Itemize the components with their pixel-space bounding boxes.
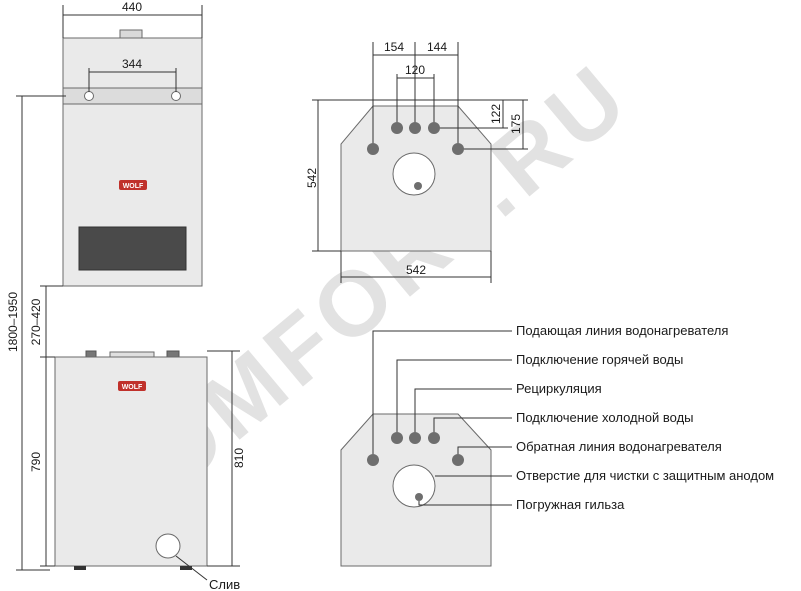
dim-label-spacing-right: 144 [427,40,447,54]
port-return-line [452,143,464,155]
dim-label-mount-spacing: 344 [122,57,142,71]
drain-leader [175,555,208,581]
dim-top-depth [312,100,341,252]
tank-top-connection-right [166,350,180,358]
tank-brand-logo-text: WOLF [122,384,143,391]
dim-label-top-width: 542 [406,263,426,277]
inspection-opening [392,152,436,196]
dim-total-height [16,95,66,571]
dim-label-total-height: 1800–1950 [6,292,20,352]
drain-label: Слив [209,577,240,591]
dim-label-offset-175: 175 [509,114,523,134]
port-recirculation [409,122,421,134]
legend-leader-lines [372,330,512,506]
tank-top-view [340,105,492,252]
legend-flow-line: Подающая линия водонагревателя [516,323,728,338]
mounting-rail [62,87,203,105]
boiler-display-window [78,226,187,271]
dim-label-tank-height-left: 790 [29,452,43,472]
immersion-sleeve [414,182,422,190]
tank-body [54,356,208,567]
dim-label-offset-122: 122 [489,104,503,124]
boiler-front-view: WOLF [62,29,203,287]
legend-immersion-sleeve [415,493,423,501]
legend-inspection-opening [392,464,436,508]
dim-label-spacing-middle: 120 [405,63,425,77]
legend-port-cold-water [428,432,440,444]
tank-front-view: WOLF [54,350,208,570]
brand-logo: WOLF [119,180,147,190]
port-cold-water [428,122,440,134]
port-hot-water [391,122,403,134]
dim-mount-spacing [88,68,177,92]
dim-boiler-width [62,5,203,38]
tank-foot-right [180,566,192,570]
legend-port-hot-water [391,432,403,444]
dim-label-spacing-left: 154 [384,40,404,54]
legend-port-return-line [452,454,464,466]
port-flow-line [367,143,379,155]
legend-cold-water: Подключение холодной воды [516,410,694,425]
dim-top-width [340,251,492,283]
dim-label-tank-height-right: 810 [232,448,246,468]
dim-top-spacing-lines [372,42,459,143]
legend-hot-water: Подключение горячей воды [516,352,683,367]
dim-label-top-depth: 542 [305,168,319,188]
drain-outlet [155,533,181,559]
legend-inspection-opening: Отверстие для чистки с защитным анодом [516,468,774,483]
mounting-hole-left [84,91,94,101]
mounting-hole-right [171,91,181,101]
tank-top-connection-left [85,350,97,358]
legend-port-flow-line [367,454,379,466]
legend-return-line: Обратная линия водонагревателя [516,439,722,454]
dim-tank-height-left [40,357,55,567]
tank-top-connection-center [109,351,155,358]
brand-logo-text: WOLF [123,183,144,190]
dim-tank-height-right [207,350,240,567]
tank-brand-logo: WOLF [118,381,146,391]
legend-recirculation: Рециркуляция [516,381,602,396]
dim-top-offsets [312,99,528,150]
tank-top-view-legend [340,413,492,567]
dim-label-gap-height: 270–420 [29,298,43,345]
dim-label-boiler-width: 440 [122,0,142,14]
legend-port-recirculation [409,432,421,444]
dim-gap-height [40,285,63,358]
tank-foot-left [74,566,86,570]
legend-immersion-sleeve: Погружная гильза [516,497,625,512]
